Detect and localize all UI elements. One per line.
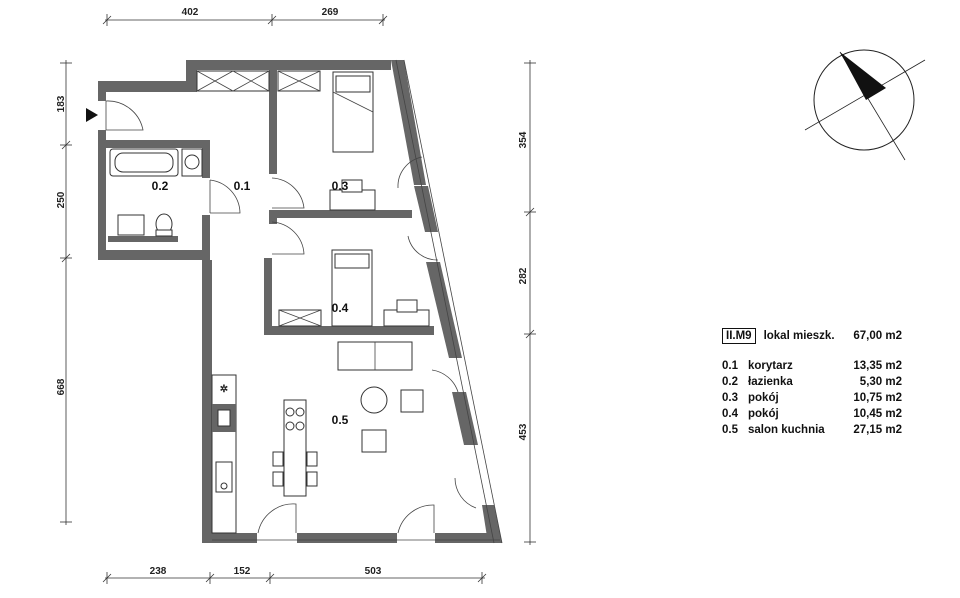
dim-top-1: 402	[182, 7, 199, 18]
legend-area: 27,15 m2	[853, 424, 902, 436]
right-dimensions: 354 282 453	[518, 60, 536, 545]
walls	[98, 59, 503, 544]
legend-area: 5,30 m2	[859, 376, 902, 388]
legend-name: pokój	[748, 408, 779, 420]
bedroom-furniture	[329, 71, 430, 327]
svg-text:✲: ✲	[220, 384, 228, 395]
left-dimensions: 183 250 668	[56, 60, 72, 525]
unit-label: lokal mieszk.	[763, 330, 835, 342]
dim-right-3: 453	[518, 423, 529, 440]
legend-area: 10,45 m2	[853, 408, 902, 420]
legend-name: korytarz	[748, 360, 793, 372]
living-kitchen-furniture: ✲	[211, 341, 424, 534]
doors	[105, 100, 477, 534]
unit-area: 67,00 m2	[853, 330, 902, 342]
legend-name: salon kuchnia	[748, 424, 825, 436]
area-legend: II.M9 lokal mieszk. 67,00 m2 0.1 korytar…	[722, 328, 902, 438]
legend-row: 0.4 pokój 10,45 m2	[722, 406, 902, 422]
legend-num: 0.4	[722, 408, 738, 420]
unit-id: II.M9	[722, 328, 756, 344]
dim-right-1: 354	[518, 131, 529, 148]
legend-row: 0.5 salon kuchnia 27,15 m2	[722, 422, 902, 438]
legend-num: 0.3	[722, 392, 738, 404]
dim-top-2: 269	[322, 7, 339, 18]
legend-name: pokój	[748, 392, 779, 404]
dim-bottom-1: 238	[150, 566, 167, 577]
dim-left-2: 250	[56, 191, 67, 208]
bathroom-fixtures	[109, 148, 203, 237]
dim-bottom-2: 152	[234, 566, 251, 577]
entrance-arrow-icon	[86, 108, 98, 122]
top-dimensions: 402 269	[102, 7, 388, 26]
legend-num: 0.1	[722, 360, 738, 372]
room-label-0-2: 0.2	[152, 179, 169, 193]
legend-row: 0.1 korytarz 13,35 m2	[722, 358, 902, 374]
room-label-0-5: 0.5	[332, 413, 349, 427]
dim-left-1: 183	[56, 95, 67, 112]
legend-area: 10,75 m2	[853, 392, 902, 404]
bottom-dimensions: 238 152 503	[102, 566, 487, 584]
legend-header: II.M9 lokal mieszk. 67,00 m2	[722, 328, 902, 344]
wardrobes	[196, 70, 322, 327]
legend-row: 0.2 łazienka 5,30 m2	[722, 374, 902, 390]
room-label-0-3: 0.3	[332, 179, 349, 193]
dim-left-3: 668	[56, 378, 67, 395]
dim-bottom-3: 503	[365, 566, 382, 577]
legend-num: 0.2	[722, 376, 738, 388]
room-label-0-1: 0.1	[234, 179, 251, 193]
dim-right-2: 282	[518, 267, 529, 284]
legend-area: 13,35 m2	[853, 360, 902, 372]
legend-row: 0.3 pokój 10,75 m2	[722, 390, 902, 406]
legend-name: łazienka	[748, 376, 793, 388]
compass-icon	[804, 49, 926, 161]
room-label-0-4: 0.4	[332, 301, 349, 315]
legend-num: 0.5	[722, 424, 738, 436]
